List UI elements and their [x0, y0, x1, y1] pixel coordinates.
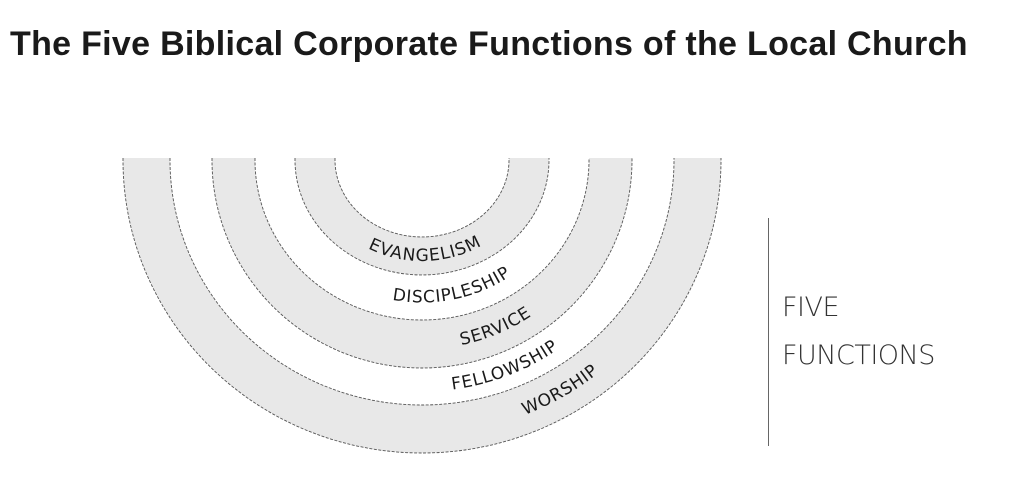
ring-outline: [334, 158, 510, 238]
ring-band-service: [212, 158, 632, 368]
ring-outline: [122, 158, 722, 454]
side-label-five: FIVE: [782, 292, 840, 323]
ring-outline: [294, 158, 550, 276]
ring-outline: [254, 158, 590, 321]
ring-outline: [211, 158, 633, 369]
ring-outline: [169, 158, 675, 406]
ring-band-discipleship: [255, 158, 589, 320]
divider-line: [768, 218, 769, 446]
ring-band-fellowship: [170, 158, 674, 405]
ring-band-worship: [123, 158, 721, 453]
ring-band-evangelism: [295, 158, 549, 275]
page-title: The Five Biblical Corporate Functions of…: [10, 25, 968, 63]
side-label-functions: FUNCTIONS: [782, 340, 935, 371]
